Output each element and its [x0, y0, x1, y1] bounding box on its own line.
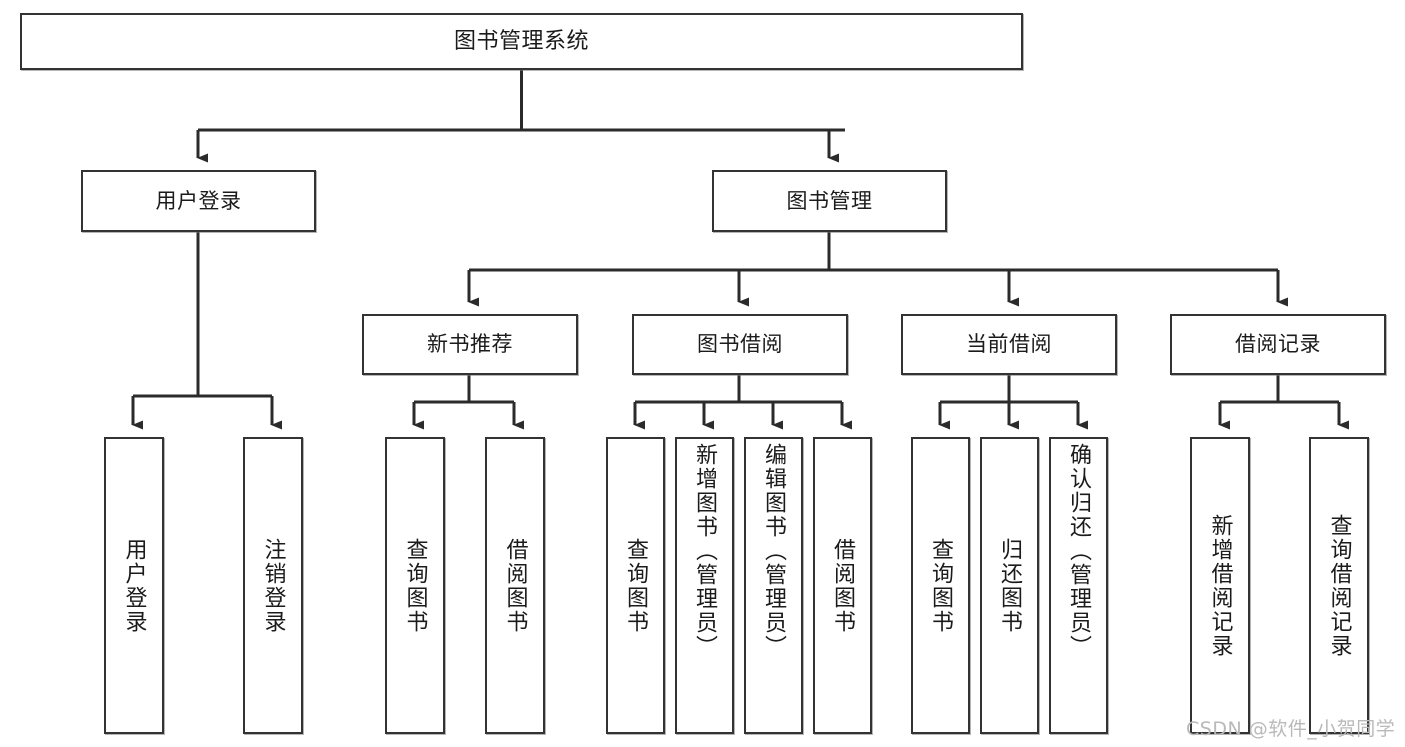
- node-leaf-borrow-book-recommend[interactable]: 借阅图书: [485, 437, 545, 734]
- node-leaf-user-logout[interactable]: 注销登录: [243, 437, 303, 734]
- node-leaf-edit-book-admin[interactable]: 编辑图书（管理员）: [744, 437, 803, 734]
- node-label: 新增借阅记录: [1207, 513, 1233, 658]
- node-label: 借阅图书: [830, 537, 856, 634]
- node-label: 借阅记录: [1235, 332, 1321, 357]
- node-label: 确认归还（管理员）: [1066, 443, 1092, 659]
- node-label: 查询图书: [928, 537, 954, 634]
- node-leaf-query-book-borrow[interactable]: 查询图书: [606, 437, 665, 734]
- node-label: 图书管理: [786, 188, 873, 213]
- node-book-management[interactable]: 图书管理: [712, 170, 947, 232]
- node-label: 新增图书（管理员）: [692, 443, 718, 659]
- node-user-login[interactable]: 用户登录: [81, 170, 316, 232]
- node-label: 用户登录: [121, 537, 147, 634]
- node-book-borrow[interactable]: 图书借阅: [632, 314, 848, 375]
- node-label: 图书借阅: [697, 332, 783, 357]
- node-new-book-recommend[interactable]: 新书推荐: [362, 314, 578, 375]
- node-leaf-user-login[interactable]: 用户登录: [104, 437, 164, 734]
- node-leaf-return-book[interactable]: 归还图书: [980, 437, 1039, 734]
- node-root-book-management-system[interactable]: 图书管理系统: [20, 13, 1023, 70]
- node-label: 查询图书: [623, 537, 649, 634]
- node-label: 图书管理系统: [453, 28, 589, 54]
- node-label: 编辑图书（管理员）: [761, 443, 787, 659]
- node-leaf-borrow-book-borrow[interactable]: 借阅图书: [813, 437, 872, 734]
- node-current-borrow[interactable]: 当前借阅: [901, 314, 1117, 375]
- node-label: 用户登录: [155, 188, 242, 213]
- node-label: 借阅图书: [502, 537, 528, 634]
- node-borrow-record[interactable]: 借阅记录: [1170, 314, 1386, 375]
- node-leaf-query-book-recommend[interactable]: 查询图书: [385, 437, 445, 734]
- node-label: 查询图书: [402, 537, 428, 634]
- node-label: 归还图书: [997, 537, 1023, 634]
- csdn-watermark: CSDN @软件_小贺同学: [1186, 718, 1396, 740]
- node-leaf-confirm-return-admin[interactable]: 确认归还（管理员）: [1049, 437, 1108, 734]
- node-label: 当前借阅: [966, 332, 1052, 357]
- node-leaf-add-book-admin[interactable]: 新增图书（管理员）: [675, 437, 734, 734]
- node-label: 注销登录: [260, 537, 286, 634]
- node-label: 新书推荐: [427, 332, 513, 357]
- node-leaf-query-book-current[interactable]: 查询图书: [911, 437, 970, 734]
- node-leaf-query-borrow-record[interactable]: 查询借阅记录: [1309, 437, 1369, 734]
- node-leaf-add-borrow-record[interactable]: 新增借阅记录: [1190, 437, 1250, 734]
- node-label: 查询借阅记录: [1326, 513, 1352, 658]
